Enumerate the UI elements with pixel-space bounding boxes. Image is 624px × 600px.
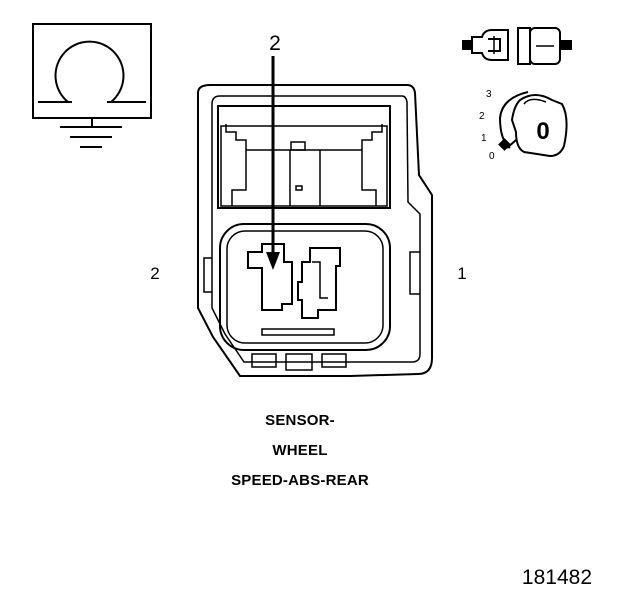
lock-key-letter: 0 (536, 118, 549, 145)
document-number: 181482 (521, 566, 592, 589)
pin-label-right: 1 (457, 264, 466, 283)
omega-ground-symbol-icon (32, 23, 152, 148)
lock-position-1: 1 (481, 133, 487, 144)
pin-label-left: 2 (150, 264, 159, 283)
connector-key-icon (462, 27, 572, 65)
lock-position-3: 3 (486, 89, 492, 100)
lock-position-2: 2 (479, 111, 485, 122)
caption-line-2: WHEEL (272, 442, 328, 459)
connector-body (197, 84, 433, 377)
pin-label-top: 2 (269, 32, 281, 55)
pin-indicator-arrow (266, 56, 280, 270)
caption-line-1: SENSOR- (265, 412, 335, 429)
caption-line-3: SPEED-ABS-REAR (231, 472, 369, 489)
lock-position-0: 0 (489, 151, 495, 162)
lock-dial-icon: 0 3 2 1 0 (479, 89, 568, 162)
